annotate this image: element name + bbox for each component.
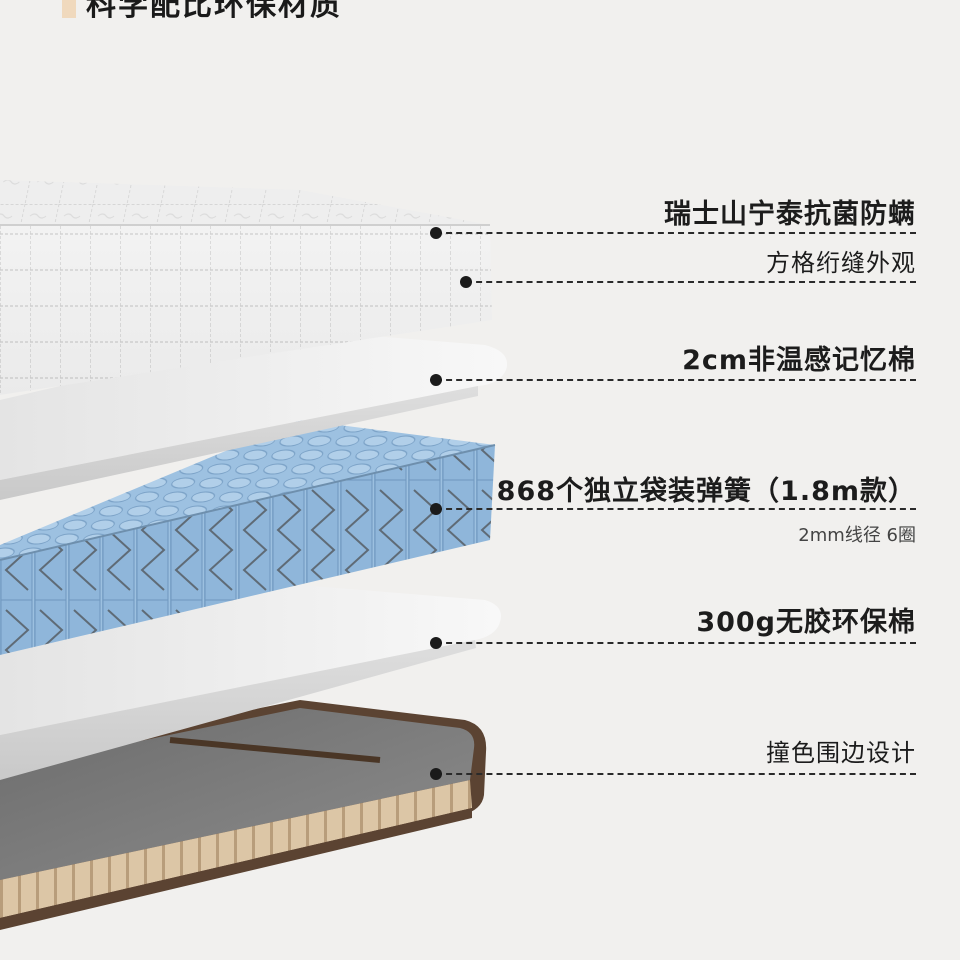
label-antibacterial-fabric: 瑞士山宁泰抗菌防螨 xyxy=(664,199,916,230)
callout-dot-antibacterial xyxy=(430,227,442,239)
contrast-border-frame xyxy=(0,700,487,930)
callout-dot-pocket-springs xyxy=(430,503,442,515)
callout-dot-memory-foam xyxy=(430,374,442,386)
label-contrast-border: 撞色围边设计 xyxy=(766,739,916,767)
label-spring-spec: 2mm线径 6圈 xyxy=(798,525,916,546)
quilted-fabric-top-layer xyxy=(0,180,492,395)
heading-title: 科学配比环保材质 xyxy=(86,0,342,23)
callout-dot-quilted xyxy=(460,276,472,288)
section-heading: 科学配比环保材质 xyxy=(62,0,342,26)
leader-line-pocket-springs xyxy=(436,508,916,510)
label-eco-cotton: 300g无胶环保棉 xyxy=(696,607,916,638)
leader-line-antibacterial xyxy=(436,232,916,234)
heading-accent-bar xyxy=(62,0,76,18)
label-memory-foam: 2cm非温感记忆棉 xyxy=(682,345,916,376)
eco-cotton-layer xyxy=(0,585,501,780)
label-pocket-springs: 868个独立袋装弹簧（1.8m款） xyxy=(496,476,916,507)
leader-line-contrast-border xyxy=(436,773,916,775)
callout-dot-contrast-border xyxy=(430,768,442,780)
memory-foam-layer xyxy=(0,330,508,500)
pocket-spring-layer xyxy=(0,420,496,655)
leader-line-quilted xyxy=(466,281,916,283)
callout-dot-eco-cotton xyxy=(430,637,442,649)
leader-line-eco-cotton xyxy=(436,642,916,644)
leader-line-memory-foam xyxy=(436,379,916,381)
label-quilted-pattern: 方格绗缝外观 xyxy=(766,249,916,277)
